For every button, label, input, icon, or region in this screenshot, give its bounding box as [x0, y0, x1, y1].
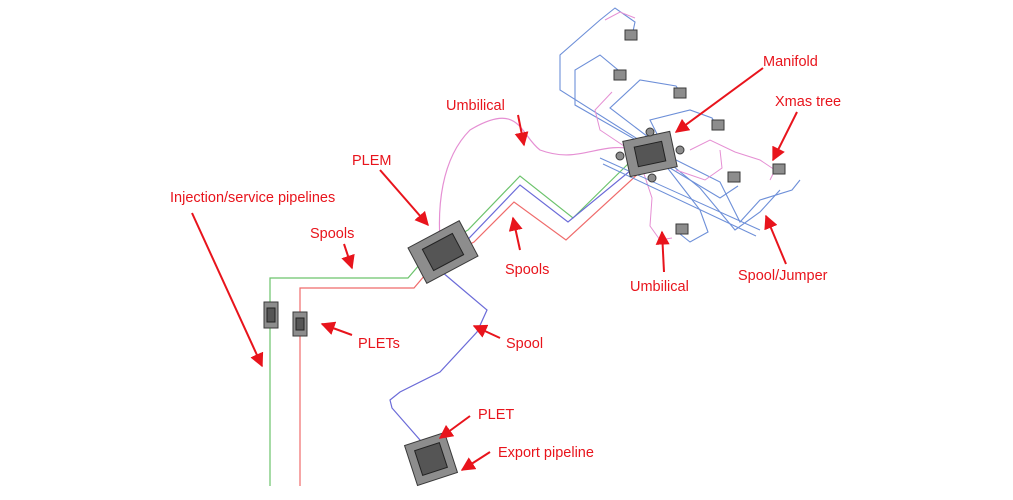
pipeline-network — [269, 7, 801, 486]
label-spools-mid: Spools — [505, 262, 549, 278]
xmas-tree-7 — [675, 223, 689, 235]
label-spool: Spool — [506, 336, 543, 352]
export-spool-line — [389, 165, 637, 457]
xmas-trees — [613, 29, 786, 235]
label-spools-left: Spools — [310, 226, 354, 242]
xmas-tree-5 — [772, 163, 786, 175]
plets-pair — [263, 301, 308, 337]
jumper-lines — [559, 7, 801, 243]
label-spool-jumper: Spool/Jumper — [738, 268, 828, 284]
xmas-tree-3 — [673, 87, 687, 99]
label-umbilical-top: Umbilical — [446, 98, 505, 114]
manifold-header-lines — [599, 157, 761, 237]
service-pipeline-line — [299, 171, 641, 486]
plem-structure — [407, 220, 479, 284]
label-xmas-tree: Xmas tree — [775, 94, 841, 110]
xmas-tree-1 — [624, 29, 638, 41]
label-export-pipeline: Export pipeline — [498, 445, 594, 461]
label-umbilical-bottom: Umbilical — [630, 279, 689, 295]
label-injection-service-pipelines: Injection/service pipelines — [170, 190, 335, 206]
label-plet: PLET — [478, 407, 514, 423]
xmas-tree-4 — [711, 119, 725, 131]
label-plets: PLETs — [358, 336, 400, 352]
export-plet — [403, 431, 459, 487]
label-manifold: Manifold — [763, 54, 818, 70]
manifold-structure — [615, 127, 685, 183]
xmas-tree-2 — [613, 69, 627, 81]
annotation-arrows — [191, 67, 798, 471]
label-plem: PLEM — [352, 153, 392, 169]
xmas-tree-6 — [727, 171, 741, 183]
annotation-labels: Manifold Xmas tree Umbilical PLEM Inject… — [170, 54, 841, 461]
umbilical-line-top — [438, 117, 637, 241]
